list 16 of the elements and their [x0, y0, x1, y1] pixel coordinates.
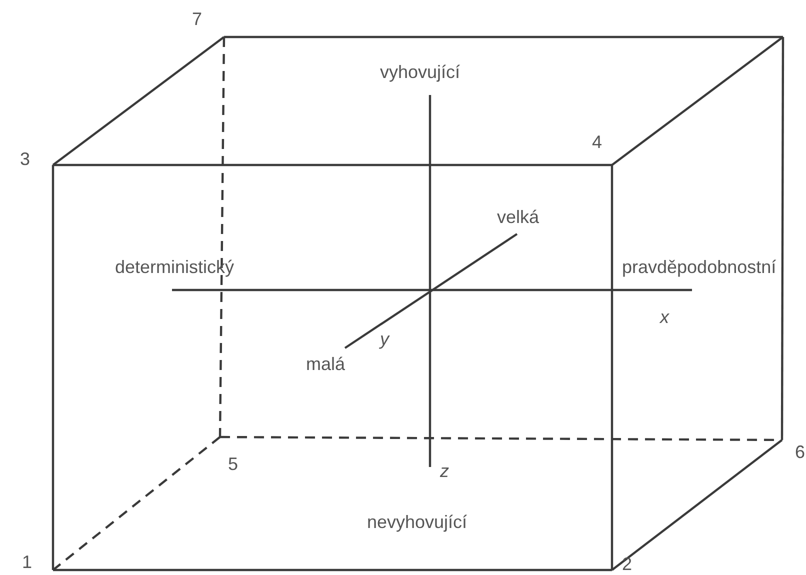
corner-number: 2	[622, 555, 632, 575]
corner-number: 3	[20, 150, 30, 170]
axis-end-label: malá	[306, 355, 346, 375]
axis-name: x	[660, 308, 669, 328]
corner-number: 1	[22, 553, 32, 573]
corner-number: 7	[192, 10, 202, 30]
corner-number: 4	[592, 133, 602, 153]
corner-number: 6	[795, 443, 806, 463]
corner-number: 5	[228, 455, 238, 475]
axis-end-label: nevyhovující	[367, 513, 468, 533]
axis-name: z	[440, 462, 449, 482]
axis-name: y	[380, 330, 389, 350]
axis-end-label: deterministický	[115, 258, 234, 278]
axis-end-label: pravděpodobnostní	[622, 258, 776, 278]
axis-end-label: velká	[497, 208, 540, 228]
axis-end-label: vyhovující	[380, 63, 460, 83]
